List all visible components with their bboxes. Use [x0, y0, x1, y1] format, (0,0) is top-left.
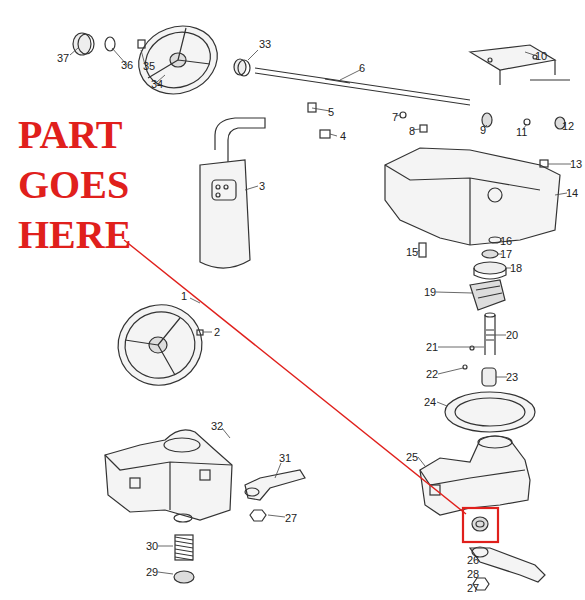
- callout-number: 1: [181, 290, 187, 302]
- callout-number: 6: [359, 62, 365, 74]
- callout-number: 24: [424, 396, 436, 408]
- spring-coil: [175, 537, 193, 540]
- callout-number: 17: [500, 248, 512, 260]
- callout-number: 13: [570, 158, 582, 170]
- callout-number: 15: [406, 246, 418, 258]
- callout-number: 30: [146, 540, 158, 552]
- spring-coil: [175, 553, 193, 556]
- spring-coil: [175, 541, 193, 544]
- callout-number: 4: [340, 130, 346, 142]
- callout-number: 19: [424, 286, 436, 298]
- callout-number: 29: [146, 566, 158, 578]
- spring-coil: [175, 557, 193, 560]
- parts-drawing: [73, 15, 570, 590]
- note-text: PART GOES HERE: [18, 110, 148, 260]
- callout-number: 16: [500, 235, 512, 247]
- callout-number: 32: [211, 420, 223, 432]
- callout-number: 3: [259, 180, 265, 192]
- highlight: [124, 240, 498, 542]
- callout-number: 11: [516, 126, 527, 138]
- callout-number: 7: [392, 111, 398, 123]
- callout-number: 21: [426, 341, 438, 353]
- callout-number: 28: [467, 568, 479, 580]
- callout-number: 27: [467, 582, 479, 594]
- callout-number: 26: [467, 554, 479, 566]
- leader-lines: [70, 48, 571, 574]
- callout-number: 35: [143, 60, 155, 72]
- callout-number: 8: [409, 125, 415, 137]
- callout-number: 18: [510, 262, 522, 274]
- callout-number: 37: [57, 52, 69, 64]
- callout-number: 14: [566, 187, 578, 199]
- callout-number: 10: [535, 50, 547, 62]
- callout-number: 23: [506, 371, 518, 383]
- callout-number: 34: [151, 78, 163, 90]
- spring-coils: [175, 537, 193, 560]
- callout-number: 2: [214, 326, 220, 338]
- callout-number: 31: [279, 452, 291, 464]
- spring-coil: [175, 549, 193, 552]
- callout-number: 36: [121, 59, 133, 71]
- callout-number: 9: [480, 124, 486, 136]
- spring-coil: [175, 545, 193, 548]
- callout-number: 12: [562, 120, 574, 132]
- callout-number: 22: [426, 368, 438, 380]
- callout-number: 20: [506, 329, 518, 341]
- callout-number: 25: [406, 451, 418, 463]
- callout-number: 33: [259, 38, 271, 50]
- callout-number: 27: [285, 512, 297, 524]
- callout-number: 5: [328, 106, 334, 118]
